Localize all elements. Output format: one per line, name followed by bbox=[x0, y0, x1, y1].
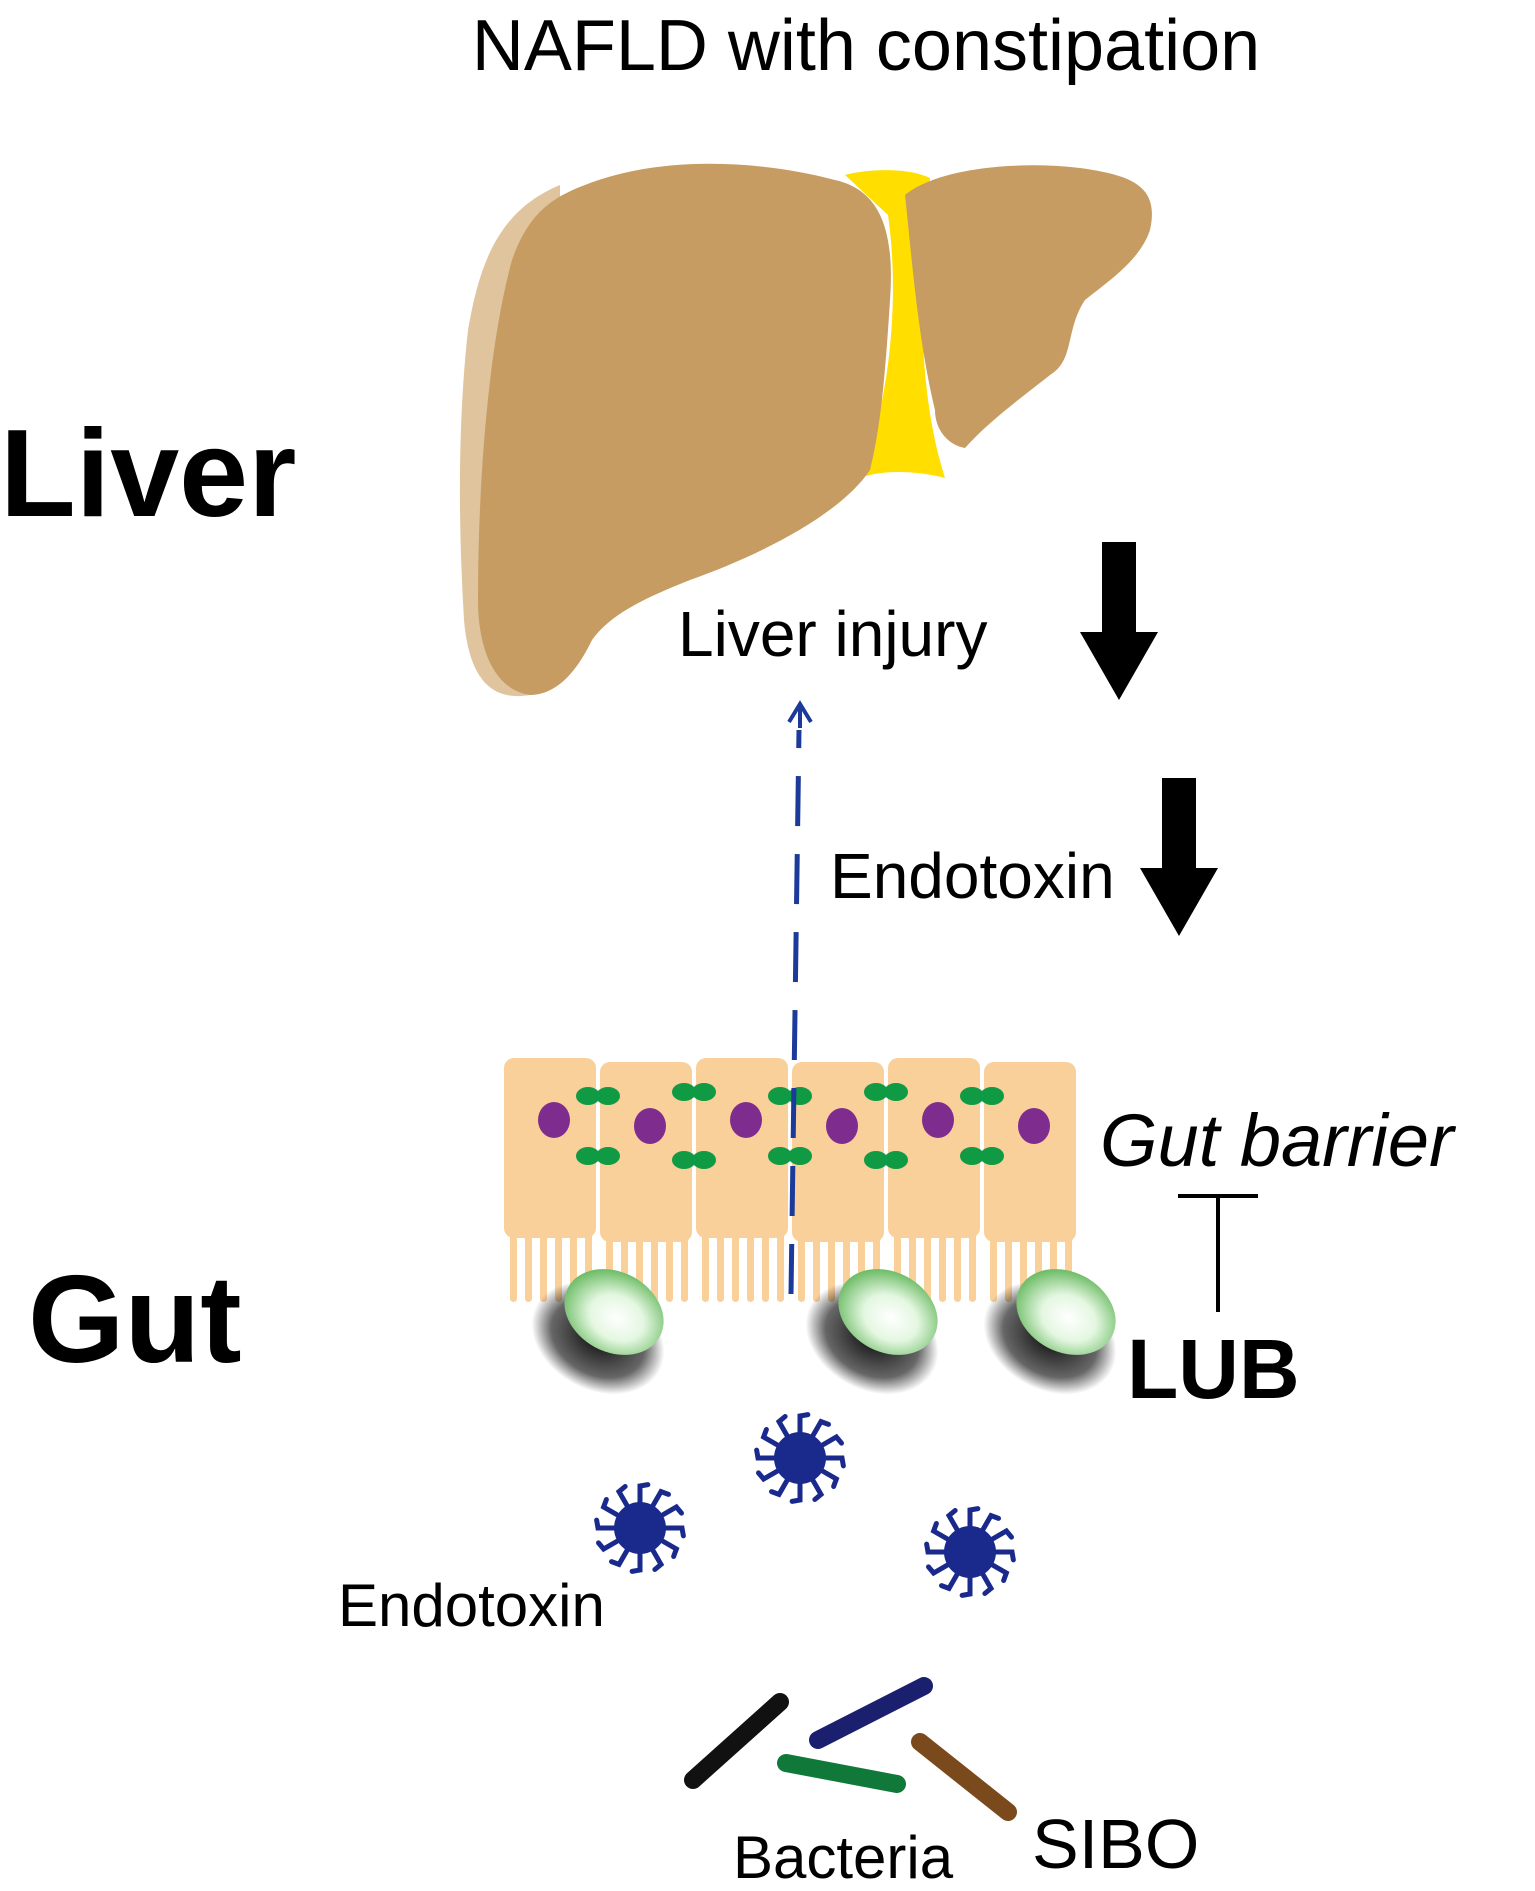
microvillus bbox=[681, 1232, 688, 1302]
tight-junction bbox=[768, 1147, 792, 1165]
bacterium-rod bbox=[684, 1693, 789, 1789]
epithelial-cell bbox=[888, 1058, 980, 1238]
cell-nucleus bbox=[1018, 1108, 1050, 1144]
epithelial-cell bbox=[984, 1062, 1076, 1242]
tight-junction bbox=[576, 1147, 600, 1165]
microvillus bbox=[540, 1232, 547, 1302]
microvillus bbox=[666, 1232, 673, 1302]
endotoxin-molecule-icon bbox=[924, 1506, 1016, 1598]
tight-junction bbox=[672, 1151, 696, 1169]
gut-barrier-epithelium bbox=[504, 1058, 1076, 1302]
microvillus bbox=[939, 1232, 946, 1302]
cell-nucleus bbox=[634, 1108, 666, 1144]
tight-junction bbox=[692, 1151, 716, 1169]
sibo-label: SIBO bbox=[1032, 1805, 1199, 1883]
epithelial-cell bbox=[600, 1062, 692, 1242]
tight-junction bbox=[980, 1147, 1004, 1165]
liver-region-label: Liver bbox=[0, 405, 296, 543]
microvillus bbox=[555, 1232, 562, 1302]
cell-nucleus bbox=[922, 1102, 954, 1138]
microvillus bbox=[777, 1232, 784, 1302]
inhibition-symbol-icon bbox=[1178, 1194, 1258, 1312]
tight-junction bbox=[596, 1147, 620, 1165]
lub-particle bbox=[983, 1269, 1117, 1395]
microvillus bbox=[798, 1232, 805, 1302]
microvillus bbox=[954, 1232, 961, 1302]
lub-particles bbox=[531, 1269, 1117, 1395]
tight-junction bbox=[596, 1087, 620, 1105]
cell-nucleus bbox=[730, 1102, 762, 1138]
microvillus bbox=[990, 1232, 997, 1302]
liver-right-lobe bbox=[905, 165, 1152, 448]
liver-illustration bbox=[459, 163, 1152, 697]
endotoxin-molecules bbox=[594, 1412, 1016, 1598]
tight-junction bbox=[884, 1151, 908, 1169]
lub-particle bbox=[531, 1269, 665, 1395]
microvillus bbox=[702, 1232, 709, 1302]
microvillus bbox=[525, 1232, 532, 1302]
microvillus bbox=[762, 1232, 769, 1302]
microvillus bbox=[747, 1232, 754, 1302]
endotoxin-upper-label: Endotoxin bbox=[830, 840, 1115, 912]
lub-label: LUB bbox=[1127, 1322, 1300, 1416]
tight-junction bbox=[980, 1087, 1004, 1105]
diagram-title: NAFLD with constipation bbox=[472, 6, 1260, 86]
microvillus bbox=[717, 1232, 724, 1302]
tight-junction bbox=[576, 1087, 600, 1105]
endotoxin-molecule-icon bbox=[594, 1482, 686, 1574]
tight-junction bbox=[788, 1147, 812, 1165]
endotoxin-decrease-arrow-icon bbox=[1140, 778, 1218, 936]
microvillus bbox=[510, 1232, 517, 1302]
epithelial-cell bbox=[504, 1058, 596, 1238]
liver-left-lobe bbox=[478, 163, 891, 695]
endotoxin-lower-label: Endotoxin bbox=[338, 1572, 605, 1639]
bacteria-label: Bacteria bbox=[733, 1824, 954, 1891]
tight-junction bbox=[960, 1147, 984, 1165]
microvillus bbox=[969, 1232, 976, 1302]
microvillus bbox=[924, 1232, 931, 1302]
tight-junction bbox=[864, 1151, 888, 1169]
bacterium-rod bbox=[777, 1754, 906, 1793]
microvillus bbox=[813, 1232, 820, 1302]
microvillus bbox=[828, 1232, 835, 1302]
epithelial-cell bbox=[792, 1062, 884, 1242]
tight-junction bbox=[884, 1083, 908, 1101]
cell-nucleus bbox=[826, 1108, 858, 1144]
translocation-arrowhead-icon bbox=[787, 700, 813, 724]
lub-particle bbox=[805, 1269, 939, 1395]
tight-junction bbox=[960, 1087, 984, 1105]
bacterium-rod bbox=[809, 1677, 933, 1749]
gut-region-label: Gut bbox=[28, 1251, 242, 1389]
tight-junction bbox=[864, 1083, 888, 1101]
gut-barrier-label: Gut barrier bbox=[1100, 1099, 1457, 1182]
endotoxin-translocation-arrow bbox=[787, 700, 813, 1295]
liver-injury-decrease-arrow-icon bbox=[1080, 542, 1158, 700]
tight-junction bbox=[692, 1083, 716, 1101]
tight-junction bbox=[672, 1083, 696, 1101]
microvillus bbox=[651, 1232, 658, 1302]
cell-nucleus bbox=[538, 1102, 570, 1138]
tight-junction bbox=[768, 1087, 792, 1105]
epithelial-cell bbox=[696, 1058, 788, 1238]
liver-injury-label: Liver injury bbox=[678, 598, 987, 670]
bacterium-rod bbox=[911, 1733, 1017, 1821]
bacteria-group bbox=[684, 1677, 1017, 1821]
microvillus bbox=[732, 1232, 739, 1302]
endotoxin-molecule-icon bbox=[754, 1412, 846, 1504]
microvillus bbox=[1005, 1232, 1012, 1302]
